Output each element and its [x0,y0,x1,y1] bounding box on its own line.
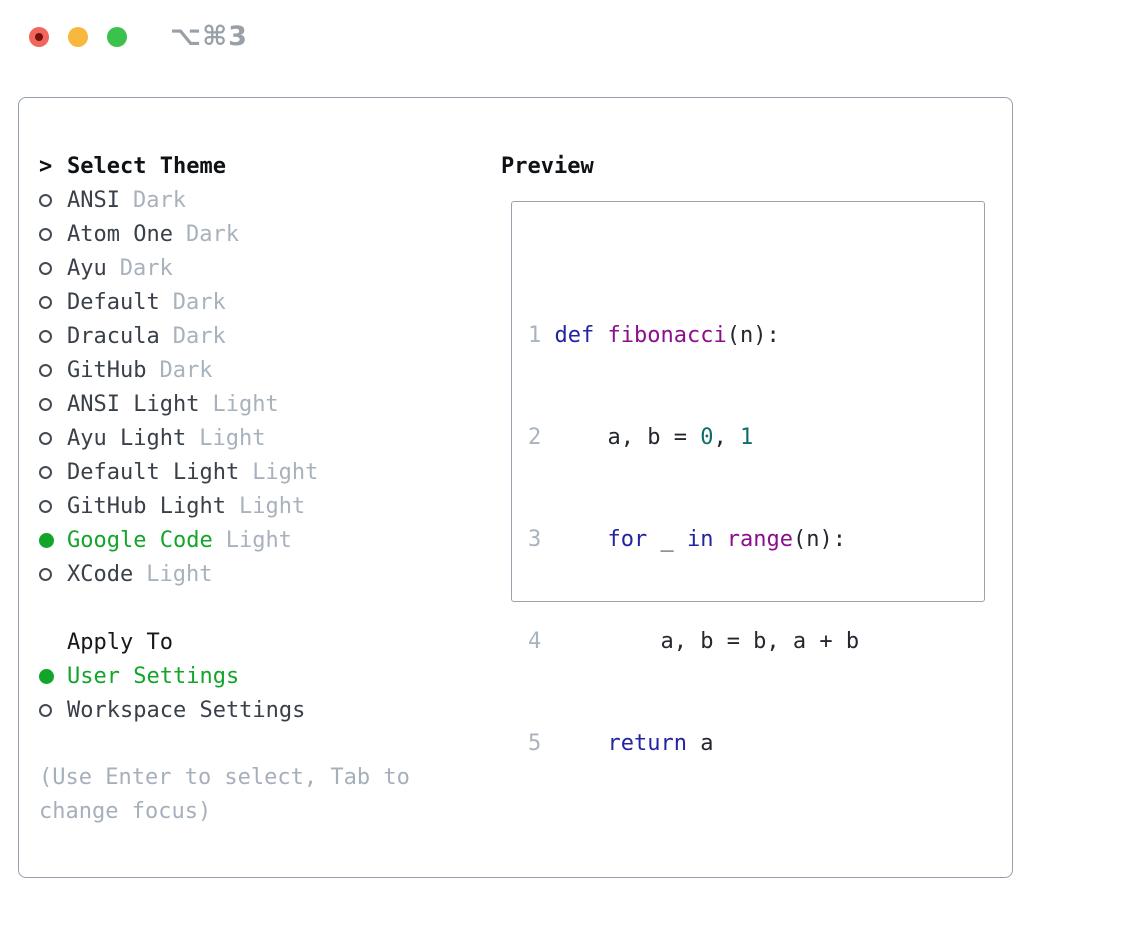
prompt-icon: > [39,153,53,179]
select-theme-title: Select Theme [67,153,226,179]
radio-icon [39,465,52,479]
usage-hint: (Use Enter to select, Tab to change focu… [39,761,410,829]
select-theme-header: > Select Theme [39,149,410,183]
radio-icon [39,329,52,343]
usage-hint-line1: (Use Enter to select, Tab to [39,765,410,790]
unsaved-dot-icon [35,33,43,41]
close-button[interactable] [29,27,49,47]
radio-selected-icon [39,668,54,684]
code-line-blank [528,829,925,863]
window-shortcut-label: ⌥⌘3 [170,21,248,52]
code-line: 4 a, b = b, a + b [528,629,860,654]
radio-icon [39,703,52,717]
code-line: 3 for _ in range(n): [528,527,846,552]
code-line: 1 def fibonacci(n): [528,323,780,348]
radio-icon [39,261,52,275]
radio-icon [39,567,52,581]
radio-icon [39,227,52,241]
radio-icon [39,363,52,377]
radio-selected-icon [39,532,54,548]
code-line: 5 return a [528,731,714,756]
preview-pane: 1 def fibonacci(n): 2 a, b = 0, 1 3 for … [511,201,985,756]
preview-title: Preview [501,153,594,179]
radio-icon [39,295,52,309]
radio-icon [39,397,52,411]
zoom-button[interactable] [107,27,127,47]
apply-to-header: Apply To [39,625,410,659]
code-line: 2 a, b = 0, 1 [528,425,754,450]
title-bar: ⌥⌘3 [0,0,1140,75]
usage-hint-line2: change focus) [39,799,212,824]
radio-icon [39,431,52,445]
apply-option-workspace-settings[interactable]: Workspace Settings [39,693,410,727]
apply-option-user-settings[interactable]: User Settings [39,659,410,693]
code-preview: 1 def fibonacci(n): 2 a, b = 0, 1 3 for … [528,251,925,934]
traffic-lights [29,27,127,47]
radio-icon [39,499,52,513]
minimize-button[interactable] [68,27,88,47]
radio-icon [39,193,52,207]
apply-to-title: Apply To [67,629,173,655]
